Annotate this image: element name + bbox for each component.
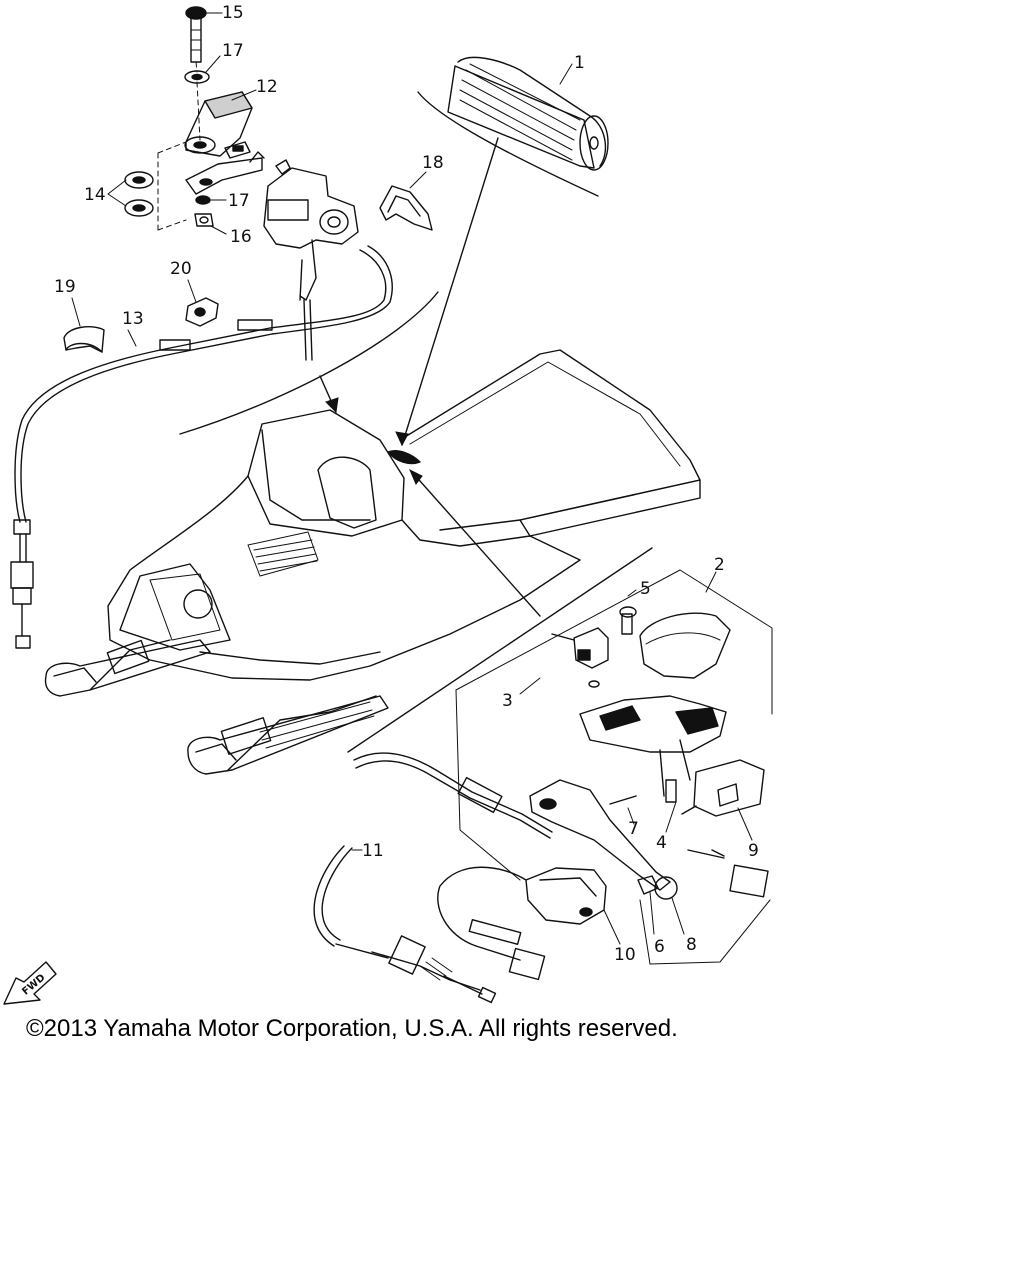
callout-14: 14 [84,185,106,205]
callout-15: 15 [222,3,244,23]
switch-3 [551,627,609,688]
callout-9: 9 [748,841,759,861]
clip-18 [379,185,433,231]
bolt-15 [185,6,207,63]
cover-2 [639,612,731,679]
cable-13 [10,245,393,649]
callout-12: 12 [256,77,278,97]
leader-lines [71,12,753,945]
snowmobile-body [44,349,701,775]
callout-20: 20 [170,259,192,279]
callout-4: 4 [656,833,667,853]
cable-11 [313,752,553,1004]
callout-19: 19 [54,277,76,297]
switch-9 [681,759,769,898]
throttle-assembly [124,6,359,361]
callout-5: 5 [640,579,651,599]
brake-assembly [313,468,773,1004]
clamp-19 [63,326,105,353]
exploded-parts-diagram: 1 2 3 4 5 6 7 8 9 10 11 12 13 14 15 16 1… [3,3,773,1005]
callout-17-top: 17 [222,41,244,61]
callout-2: 2 [714,555,725,575]
callout-1: 1 [574,53,585,73]
clamp-20 [185,297,219,327]
callout-8: 8 [686,935,697,955]
callout-10: 10 [614,945,636,965]
washer-17-top [184,70,210,84]
screw-5 [619,606,637,635]
callout-13: 13 [122,309,144,329]
callout-labels: 1 2 3 4 5 6 7 8 9 10 11 12 13 14 15 16 1… [54,3,759,965]
damper-14 [124,171,154,217]
switch-10 [437,866,607,981]
nut-16 [194,213,214,227]
bracket [185,151,265,195]
callout-18: 18 [422,153,444,173]
washer-17-bottom [195,195,211,205]
throttle-housing [263,159,359,361]
callout-16: 16 [230,227,252,247]
callout-7: 7 [628,819,639,839]
callout-17-bottom: 17 [228,191,250,211]
lever-bracket [579,695,727,797]
copyright-notice: ©2013 Yamaha Motor Corporation, U.S.A. A… [26,1015,678,1042]
callout-3: 3 [502,691,513,711]
callout-6: 6 [654,937,665,957]
lever-8 [529,779,678,900]
cover-12 [184,91,253,159]
fwd-arrow-icon: FWD [3,961,57,1005]
callout-11: 11 [362,841,384,861]
grip-1 [387,56,609,465]
